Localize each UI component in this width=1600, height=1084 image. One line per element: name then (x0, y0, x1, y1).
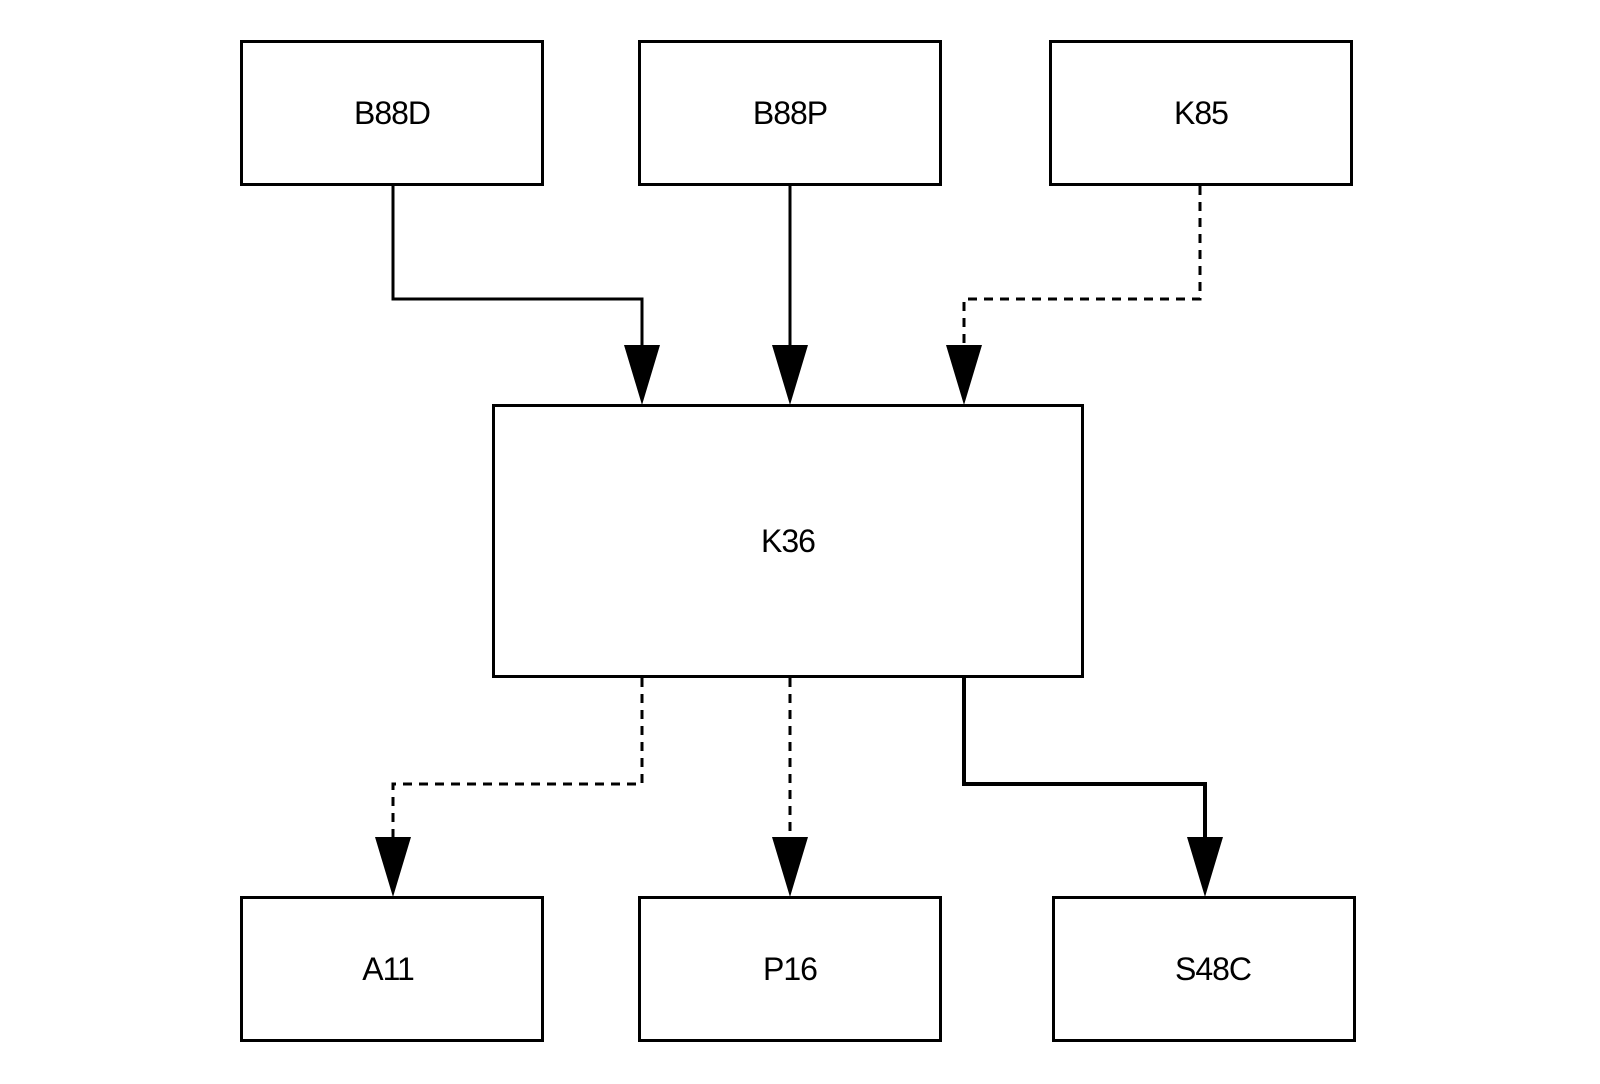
arrowhead (1187, 837, 1223, 897)
connector-line (962, 678, 1207, 843)
node-b88p: B88P (638, 40, 942, 186)
node-label: P16 (763, 950, 818, 987)
node-label: B88P (752, 94, 828, 131)
node-k36: K36 (492, 404, 1084, 678)
node-label: B88D (353, 94, 431, 131)
node-p16: P16 (638, 896, 942, 1042)
edge-k36-to-s48c (962, 678, 1223, 897)
connector-line (391, 678, 644, 843)
arrowhead (772, 345, 808, 405)
edge-k36-to-a11 (375, 678, 644, 897)
edge-k36-to-p16 (772, 678, 808, 897)
node-a11: A11 (240, 896, 544, 1042)
node-label: S48C (1174, 950, 1252, 987)
node-label: K85 (1174, 94, 1229, 131)
node-label: A11 (362, 950, 415, 987)
arrowhead (946, 345, 982, 405)
node-s48c: S48C (1052, 896, 1356, 1042)
edge-b88d-to-k36 (391, 186, 660, 405)
connector-line (962, 186, 1202, 352)
node-k85: K85 (1049, 40, 1353, 186)
connector-line (391, 186, 644, 352)
arrowhead (375, 837, 411, 897)
edge-k85-to-k36 (946, 186, 1202, 405)
edge-b88p-to-k36 (772, 186, 808, 405)
node-b88d: B88D (240, 40, 544, 186)
arrowhead (772, 837, 808, 897)
arrowhead (624, 345, 660, 405)
node-label: K36 (761, 522, 816, 559)
